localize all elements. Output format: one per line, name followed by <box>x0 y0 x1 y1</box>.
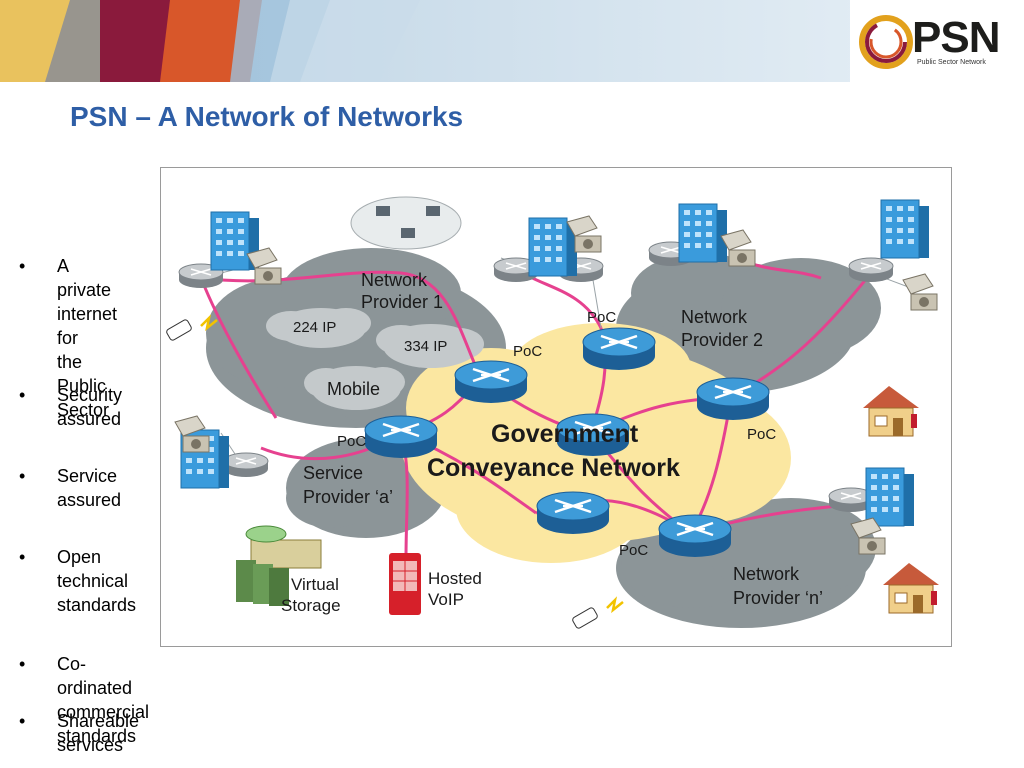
storage-label-2: Storage <box>281 596 341 615</box>
poc-label: PoC <box>587 309 616 326</box>
logo-ring-icon <box>859 15 913 69</box>
cloud-224-ip <box>266 308 371 348</box>
poc-label: PoC <box>513 343 542 360</box>
virtual-storage-icon <box>236 525 322 606</box>
storage-label: Virtual <box>291 575 339 594</box>
bullet-dot-icon: • <box>19 547 26 567</box>
mobile-phone-icon <box>572 596 624 629</box>
telephone-icon <box>902 273 938 311</box>
building-icon <box>678 203 728 263</box>
bullet-item: • Shareable services <box>19 711 140 755</box>
334-ip-label: 334 IP <box>404 338 447 355</box>
npn-label-2: Provider ‘n’ <box>733 588 823 608</box>
voip-label-2: VoIP <box>428 590 464 609</box>
edge-router-icon <box>848 257 894 283</box>
poc-router-icon <box>581 326 657 372</box>
core-label: Government <box>491 420 639 448</box>
psn-logo <box>850 0 1024 82</box>
poc-label: PoC <box>747 426 776 443</box>
poc-router-icon <box>695 376 771 422</box>
network-diagram-svg: Network Provider 1 Network Provider 2 Ne… <box>166 196 940 629</box>
logo-text: PSN <box>912 13 1000 62</box>
npn-label: Network <box>733 564 800 584</box>
np1-label: Network <box>361 270 428 290</box>
sp-label: Service <box>303 463 363 483</box>
cloud-internet-top <box>350 196 462 250</box>
building-icon <box>865 467 915 527</box>
computer-icons <box>376 206 440 238</box>
bullet-dot-icon: • <box>19 654 26 674</box>
network-diagram: Network Provider 1 Network Provider 2 Ne… <box>160 167 952 647</box>
poc-router-icon <box>453 359 529 405</box>
mobile-label: Mobile <box>327 379 380 399</box>
np1-label-2: Provider 1 <box>361 292 443 312</box>
phone-box-icon <box>389 553 421 615</box>
cloud-334-ip <box>376 324 484 368</box>
poc-label: PoC <box>337 433 366 450</box>
bullet-dot-icon: • <box>19 256 26 276</box>
poc-label: PoC <box>619 542 648 559</box>
edge-router-icon <box>223 452 269 478</box>
house-icon <box>862 385 920 437</box>
house-icon <box>882 562 940 614</box>
poc-router-icon <box>657 513 733 559</box>
bullet-dot-icon: • <box>19 385 26 405</box>
bullet-item: • Co-ordinated commercial standards <box>19 654 150 746</box>
cloud-mobile <box>304 366 405 410</box>
bullet-dot-icon: • <box>19 466 26 486</box>
bullet-dot-icon: • <box>19 711 26 731</box>
224-ip-label: 224 IP <box>293 319 336 336</box>
sp-label-2: Provider ‘a’ <box>303 487 393 507</box>
poc-router-icon <box>535 490 611 536</box>
voip-label: Hosted <box>428 569 482 588</box>
poc-router-icon <box>363 414 439 460</box>
np2-label: Network <box>681 307 748 327</box>
building-icon <box>880 199 930 259</box>
logo-subtitle: Public Sector Network <box>917 59 986 66</box>
core-label-2: Conveyance Network <box>427 454 680 482</box>
mobile-phone-icon <box>166 314 218 341</box>
np2-label-2: Provider 2 <box>681 330 763 350</box>
page-title: PSN – A Network of Networks <box>70 101 464 132</box>
